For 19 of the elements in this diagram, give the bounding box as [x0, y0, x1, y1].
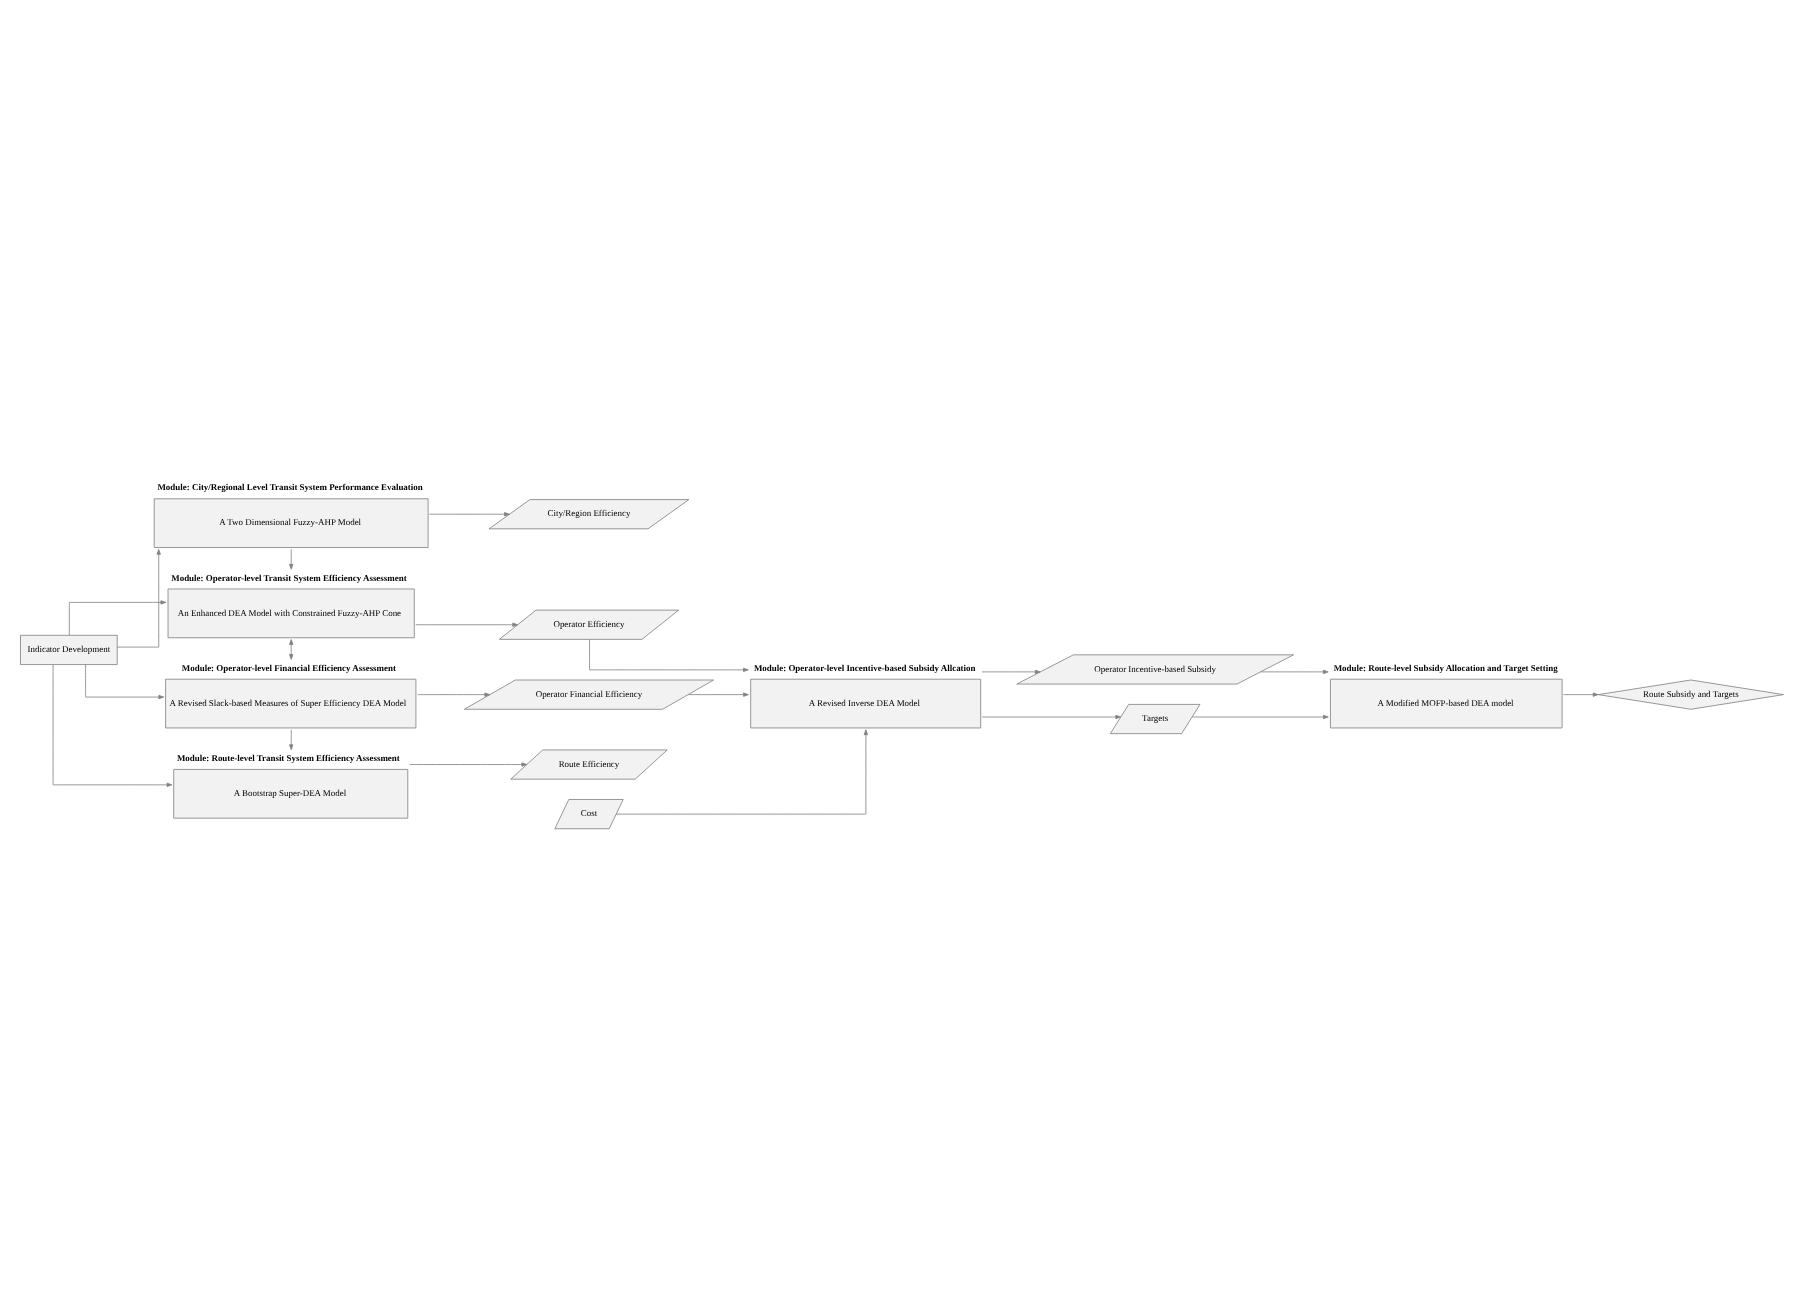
arrow	[1260, 669, 1329, 674]
arrow	[52, 664, 173, 787]
arrow	[409, 762, 528, 767]
arrow	[417, 692, 491, 697]
arrow	[1562, 692, 1599, 697]
arrow	[687, 692, 749, 697]
arrow	[289, 548, 294, 570]
arrow	[415, 622, 518, 627]
arrow	[429, 512, 510, 517]
arrow	[981, 714, 1122, 720]
arrow	[589, 639, 749, 672]
arrow	[981, 669, 1041, 674]
arrow	[1191, 714, 1329, 720]
arrow	[85, 664, 165, 700]
arrow	[116, 549, 161, 648]
arrow	[289, 729, 294, 751]
arrow	[68, 600, 167, 636]
arrow	[289, 639, 294, 660]
arrow	[615, 729, 868, 815]
